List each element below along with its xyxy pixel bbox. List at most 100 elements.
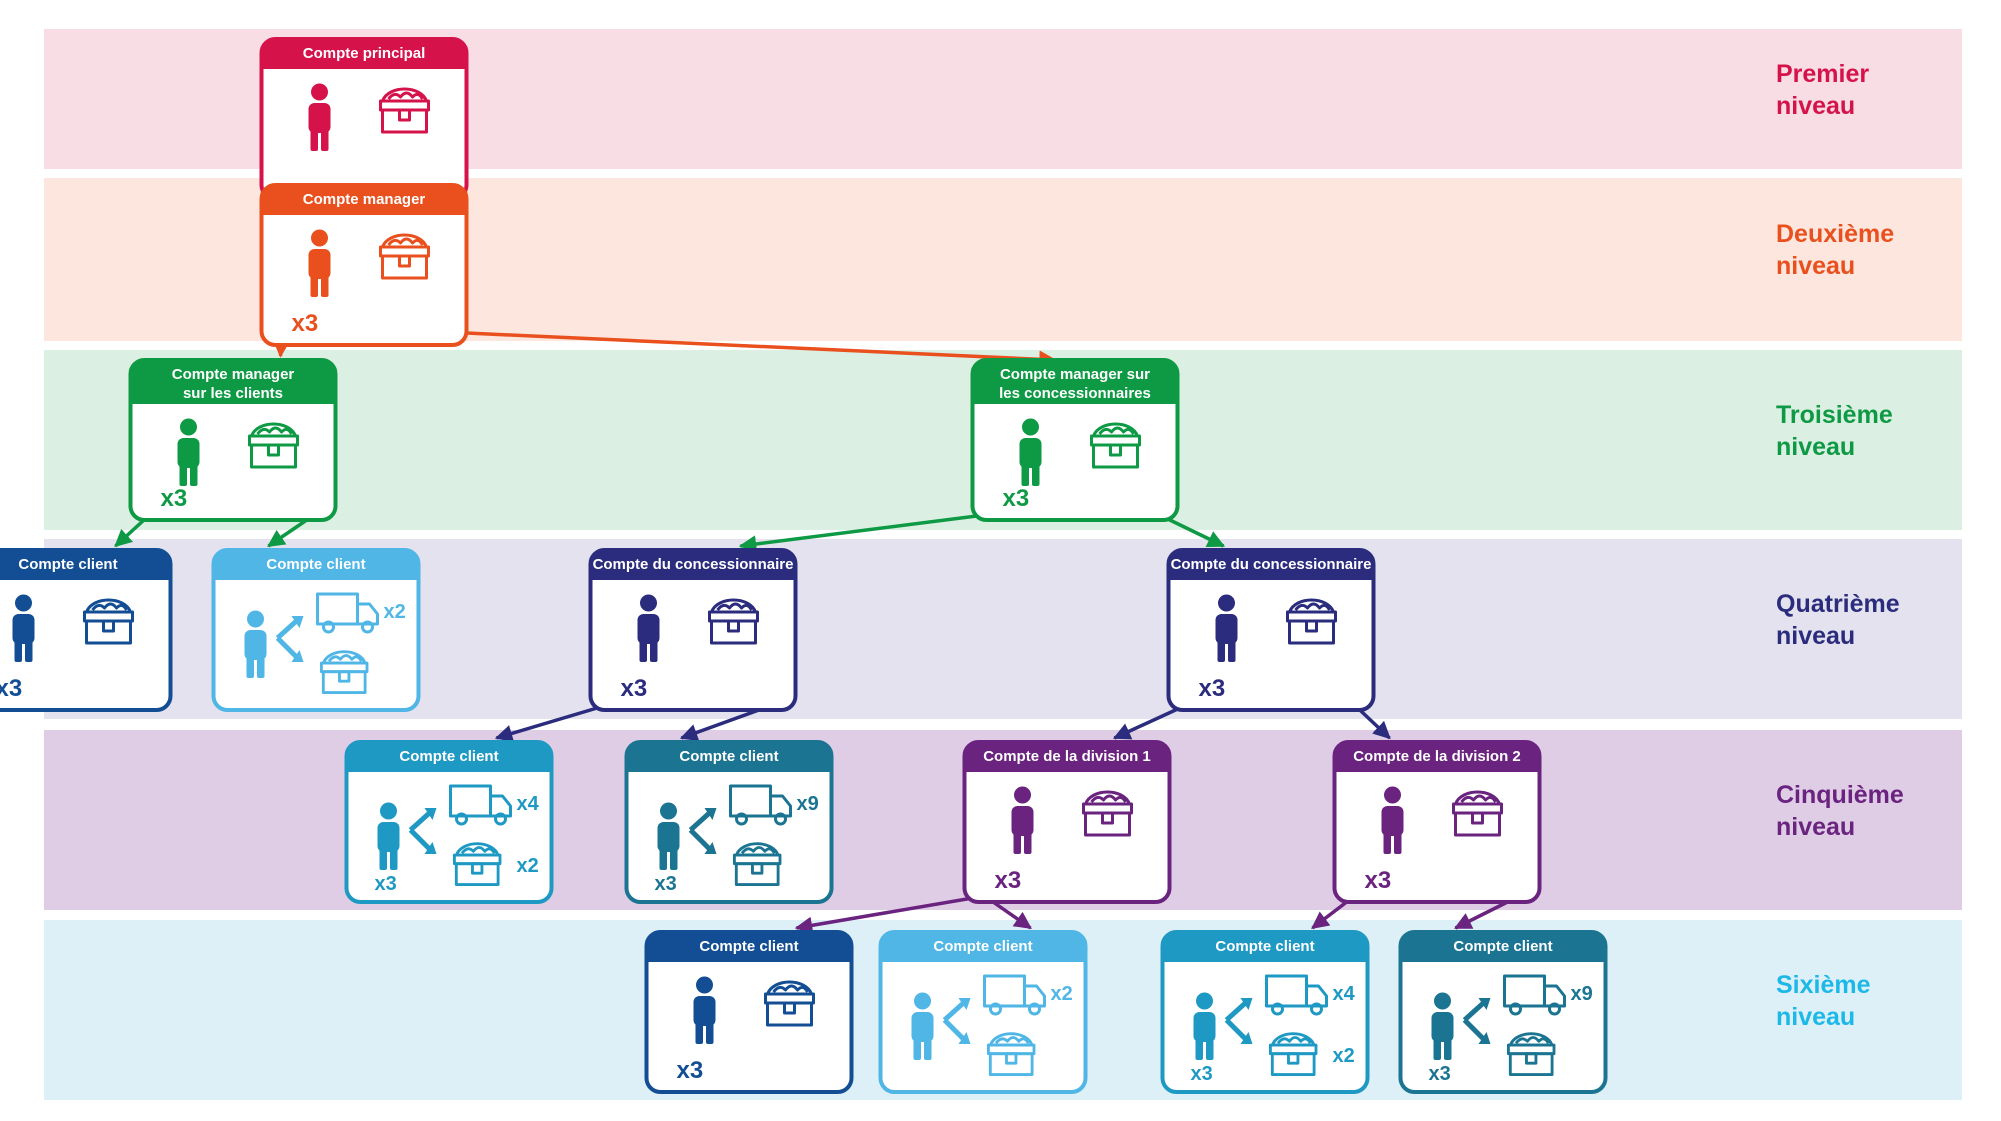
user-count: x3 — [1199, 675, 1226, 702]
split-arrow-icon — [275, 616, 304, 662]
treasure-chest-icon — [1286, 598, 1337, 645]
account-box-title: Compte client — [933, 938, 1032, 955]
user-icon — [657, 802, 680, 870]
account-box-principal: Compte principal — [259, 37, 469, 201]
user-icon — [1215, 594, 1238, 662]
level-label: niveau — [1776, 813, 1855, 841]
account-box-header — [1168, 550, 1374, 580]
account-box-header — [646, 932, 852, 962]
treasure-chest-icon — [83, 598, 134, 645]
user-icon — [308, 83, 331, 151]
user-count: x3 — [621, 675, 648, 702]
truck-count: x2 — [384, 601, 406, 623]
account-box-header — [626, 742, 832, 772]
truck-count: x9 — [797, 793, 819, 815]
user-icon — [693, 976, 716, 1044]
user-count: x3 — [677, 1057, 704, 1084]
user-count: x3 — [292, 310, 319, 337]
treasure-chest-icon — [452, 842, 502, 886]
level-label: niveau — [1776, 1003, 1855, 1031]
treasure-chest-icon — [986, 1032, 1036, 1076]
connector-arrow — [794, 894, 985, 934]
account-box-title: Compte principal — [303, 45, 426, 62]
account-box-header — [0, 550, 171, 580]
account-box-title: Compte du concessionnaire — [1171, 556, 1372, 573]
user-count: x3 — [655, 873, 677, 895]
user-icon — [12, 594, 35, 662]
user-icon — [1019, 418, 1042, 486]
user-icon — [244, 610, 267, 678]
level-label: niveau — [1776, 622, 1855, 650]
account-box-header — [130, 360, 336, 404]
level-label: Quatrième — [1776, 590, 1900, 618]
user-count: x3 — [1365, 867, 1392, 894]
account-box-header — [346, 742, 552, 772]
treasure-chest-icon — [248, 422, 299, 469]
account-box-l4-conc-b: Compte du concessionnaire x3 — [1166, 548, 1376, 712]
account-box-l5-div-2: Compte de la division 2 x3 — [1332, 740, 1542, 904]
truck-icon — [316, 592, 379, 634]
user-icon — [1431, 992, 1454, 1060]
account-box-l4-client-b: Compte client x2 — [211, 548, 421, 712]
chest-count: x2 — [517, 855, 539, 877]
truck-count: x9 — [1571, 983, 1593, 1005]
user-count: x3 — [161, 485, 188, 512]
user-icon — [1381, 786, 1404, 854]
split-arrow-icon — [688, 808, 717, 854]
account-box-header — [972, 360, 1178, 404]
split-arrow-icon — [1462, 998, 1491, 1044]
split-arrow-icon — [942, 998, 971, 1044]
level-label: niveau — [1776, 433, 1855, 461]
account-box-title: Compte client — [1215, 938, 1314, 955]
user-count: x3 — [995, 867, 1022, 894]
user-icon — [1193, 992, 1216, 1060]
treasure-chest-icon — [1506, 1032, 1556, 1076]
account-box-title: Compte manager — [303, 191, 426, 208]
account-box-title: Compte client — [266, 556, 365, 573]
treasure-chest-icon — [319, 650, 369, 694]
user-count: x3 — [0, 675, 22, 702]
account-box-manager: Compte manager x3 — [259, 183, 469, 347]
treasure-chest-icon — [379, 87, 430, 134]
account-box-header — [261, 185, 467, 215]
truck-icon — [983, 974, 1046, 1016]
treasure-chest-icon — [1082, 790, 1133, 837]
treasure-chest-icon — [708, 598, 759, 645]
truck-icon — [1265, 974, 1328, 1016]
level-label: Premier — [1776, 60, 1869, 88]
level-label: Deuxième — [1776, 220, 1894, 248]
account-box-header — [1334, 742, 1540, 772]
connector-arrow — [466, 331, 1057, 369]
account-box-title: Compte manager sur — [1000, 366, 1150, 383]
account-box-header — [880, 932, 1086, 962]
truck-icon — [449, 784, 512, 826]
account-box-title: Compte client — [679, 748, 778, 765]
treasure-chest-icon — [764, 980, 815, 1027]
account-box-title: Compte de la division 2 — [1353, 748, 1521, 765]
account-box-title: Compte du concessionnaire — [593, 556, 794, 573]
user-count: x3 — [1191, 1063, 1213, 1085]
split-arrow-icon — [408, 808, 437, 854]
user-icon — [911, 992, 934, 1060]
account-box-title: Compte de la division 1 — [983, 748, 1151, 765]
account-box-l5-div-1: Compte de la division 1 x3 — [962, 740, 1172, 904]
user-icon — [637, 594, 660, 662]
user-count: x3 — [375, 873, 397, 895]
truck-count: x4 — [1333, 983, 1356, 1005]
account-box-header — [1162, 932, 1368, 962]
user-icon — [377, 802, 400, 870]
level-label: Sixième — [1776, 971, 1871, 999]
treasure-chest-icon — [1452, 790, 1503, 837]
account-box-header — [1400, 932, 1606, 962]
account-box-title: les concessionnaires — [999, 385, 1151, 402]
user-icon — [177, 418, 200, 486]
account-box-header — [213, 550, 419, 580]
split-arrow-icon — [1224, 998, 1253, 1044]
